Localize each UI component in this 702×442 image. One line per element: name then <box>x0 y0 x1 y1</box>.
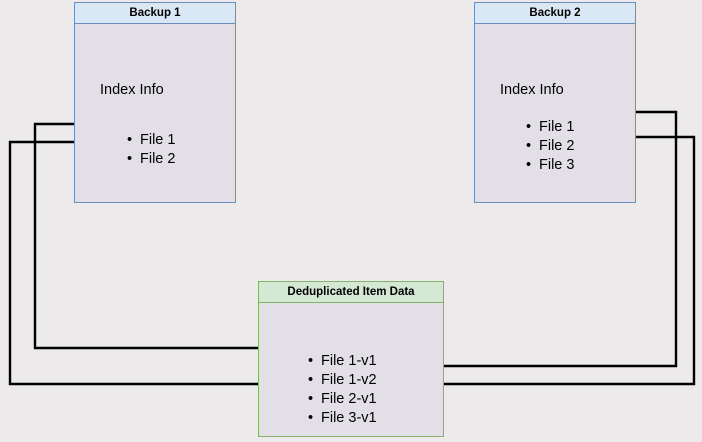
connector-backup2-file2-to-file2-v1 <box>397 135 696 388</box>
list-item: File 3-v1 <box>308 409 377 428</box>
deduplicated-item-data-box: Deduplicated Item Data File 1-v1 File 1-… <box>258 281 444 437</box>
connector-backup1-file2-to-file2-v1 <box>8 140 301 388</box>
connector-backup2-file1-to-file1-v2 <box>397 110 678 370</box>
backup-1-file-list: File 1 File 2 <box>127 131 175 169</box>
backup-2-title: Backup 2 <box>474 2 636 24</box>
deduplicated-item-list: File 1-v1 File 1-v2 File 2-v1 File 3-v1 <box>308 352 377 428</box>
list-item: File 2 <box>526 137 574 156</box>
list-item: File 1 <box>127 131 175 150</box>
list-item: File 1-v2 <box>308 371 377 390</box>
backup-1-index-label: Index Info <box>100 82 164 98</box>
list-item: File 2 <box>127 150 175 169</box>
backup-1-box: Backup 1 Index Info File 1 File 2 <box>74 2 236 203</box>
backup-2-index-label: Index Info <box>500 82 564 98</box>
backup-1-body: Index Info File 1 File 2 <box>74 24 236 203</box>
deduplicated-item-data-body: File 1-v1 File 1-v2 File 2-v1 File 3-v1 <box>258 303 444 437</box>
deduplicated-item-data-title: Deduplicated Item Data <box>258 281 444 303</box>
backup-1-title: Backup 1 <box>74 2 236 24</box>
backup-2-body: Index Info File 1 File 2 File 3 <box>474 24 636 203</box>
list-item: File 1-v1 <box>308 352 377 371</box>
list-item: File 1 <box>526 118 574 137</box>
list-item: File 2-v1 <box>308 390 377 409</box>
list-item: File 3 <box>526 156 574 175</box>
backup-2-box: Backup 2 Index Info File 1 File 2 File 3 <box>474 2 636 203</box>
backup-2-file-list: File 1 File 2 File 3 <box>526 118 574 175</box>
